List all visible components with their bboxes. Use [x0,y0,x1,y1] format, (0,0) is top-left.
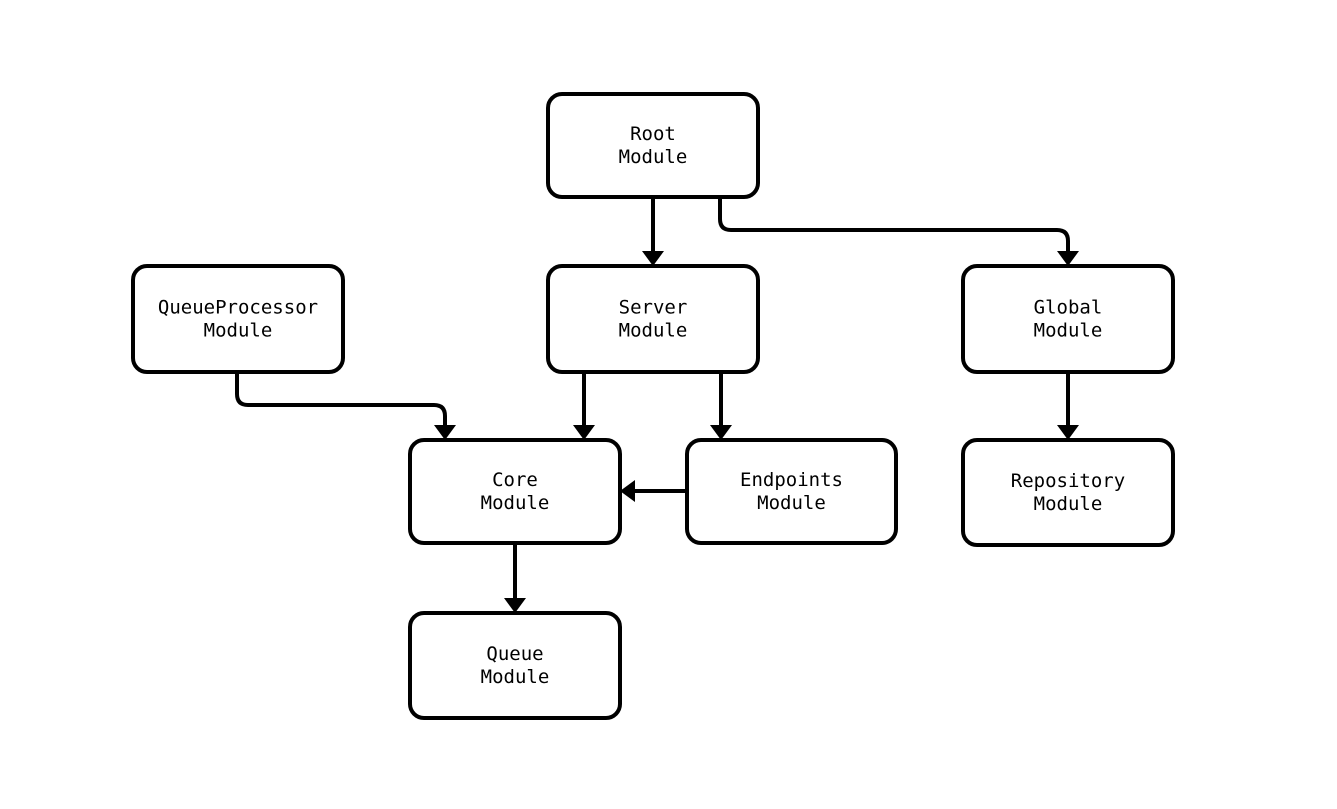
edge-arrowhead [434,425,456,440]
edge-arrowhead [504,598,526,613]
node-label-secondary: Module [1034,320,1103,342]
edge-queueprocessor-to-core [235,372,456,440]
node-label-primary: Core [492,469,538,491]
node-label-primary: Repository [1011,470,1125,492]
node-label-secondary: Module [757,492,826,514]
node-shape[interactable] [961,264,1175,374]
edge-endpoints-to-core [620,480,687,502]
node-label-secondary: Module [619,320,688,342]
node-shape[interactable] [961,438,1175,547]
edges-layer [235,197,1079,613]
edge-arrowhead [573,425,595,440]
edge-line [235,372,447,426]
node-label-secondary: Module [204,320,273,342]
node-label-secondary: Module [1034,493,1103,515]
edge-arrowhead [620,480,635,502]
node-shape[interactable] [131,264,345,374]
node-label-secondary: Module [481,492,550,514]
nodes-layer: RootModuleQueueProcessorModuleServerModu… [131,92,1175,720]
node-label-primary: Endpoints [740,469,843,491]
node-label-primary: Server [619,297,688,319]
node-label-secondary: Module [481,666,550,688]
edge-arrowhead [710,425,732,440]
node-shape[interactable] [408,438,622,545]
node-label-primary: Root [630,123,676,145]
edge-core-to-queue [504,543,526,613]
node-shape[interactable] [685,438,898,545]
node-label-secondary: Module [619,146,688,168]
edge-arrowhead [642,251,664,266]
node-label-primary: Queue [486,643,543,665]
edge-root-to-global [718,197,1079,266]
node-shape[interactable] [408,611,622,720]
edge-server-to-core [573,372,595,440]
edge-server-to-endpoints [710,372,732,440]
edge-arrowhead [1057,251,1079,266]
edge-line [718,197,1070,252]
node-shape[interactable] [546,92,760,199]
edge-root-to-server [642,197,664,266]
node-label-primary: Global [1034,297,1103,319]
edge-global-to-repository [1057,372,1079,440]
node-shape[interactable] [546,264,760,374]
edge-arrowhead [1057,425,1079,440]
node-label-primary: QueueProcessor [158,297,318,319]
